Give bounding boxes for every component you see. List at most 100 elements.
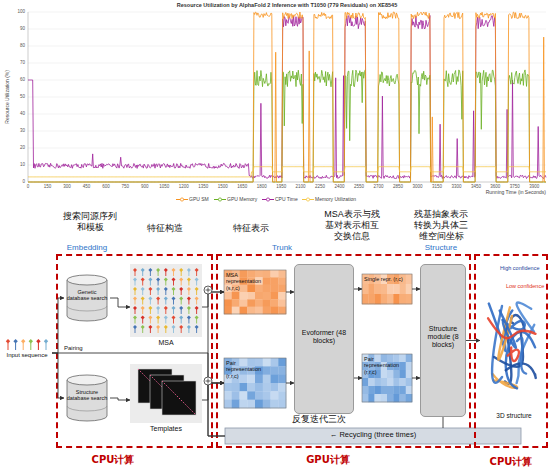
residue-head — [195, 287, 199, 291]
axis-tick: 10 — [8, 162, 25, 167]
protein-ribbon — [517, 338, 526, 374]
representation-cell — [278, 358, 286, 367]
representation-cell — [255, 400, 263, 409]
sequence-head — [21, 339, 25, 343]
representation-cell — [406, 294, 413, 304]
sequence-stem — [15, 343, 16, 350]
residue-head — [148, 306, 152, 310]
plus-circle — [204, 286, 212, 294]
representation-cell — [400, 386, 407, 394]
legend-dot — [266, 198, 269, 201]
representation-cell — [387, 370, 394, 378]
residue-head — [179, 325, 183, 329]
representation-cell — [387, 284, 394, 294]
representation-cell — [263, 358, 271, 367]
representation-cell — [387, 354, 394, 362]
residue-head — [172, 278, 176, 282]
representation-cell — [224, 299, 232, 307]
sequence-stem — [23, 343, 24, 350]
residue-head — [156, 287, 160, 291]
representation-cell — [375, 386, 382, 394]
legend-line — [214, 196, 226, 203]
representation-cell — [406, 370, 413, 378]
annotation: 特征表示 — [226, 223, 276, 234]
annotation: Structure — [416, 243, 466, 252]
edge-label: Pairing — [64, 345, 94, 352]
axis-tick: 2100 — [291, 184, 311, 189]
process-box: Pair representation (r,r,c) — [224, 358, 286, 408]
sequence-head — [36, 339, 40, 343]
axis-tick: 3450 — [466, 184, 486, 189]
representation-cell — [271, 285, 279, 293]
residue-head — [172, 306, 176, 310]
residue-head — [195, 297, 199, 301]
residue-head — [164, 297, 168, 301]
node-label: Single repr. (r,c) — [364, 276, 410, 282]
node-label: MSA — [130, 339, 202, 347]
process-box: Structure module (8 blocks) — [420, 264, 466, 417]
residue-head — [148, 325, 152, 329]
representation-cell — [375, 378, 382, 386]
representation-cell — [387, 386, 394, 394]
node-label: CPU计算 — [476, 456, 546, 468]
sequence-stem — [30, 343, 31, 350]
residue-head — [141, 268, 145, 272]
grid-line — [28, 63, 546, 64]
residue-head — [141, 278, 145, 282]
representation-cell — [263, 307, 271, 315]
residue-head — [179, 268, 183, 272]
representation-frame — [224, 270, 286, 314]
representation-cell — [368, 394, 375, 402]
representation-cell — [406, 378, 413, 386]
representation-cell — [240, 375, 248, 384]
process-box: Genetic database search — [64, 274, 110, 322]
grid-line — [28, 46, 546, 47]
representation-cell — [247, 299, 255, 307]
axis-tick: 1050 — [154, 184, 174, 189]
representation-cell — [278, 391, 286, 400]
residue-head — [172, 325, 176, 329]
residue-head — [179, 287, 183, 291]
legend-text: CPU Time — [275, 197, 298, 203]
residue-head — [195, 316, 199, 320]
residue-head — [148, 278, 152, 282]
axis-tick: 2550 — [349, 184, 369, 189]
representation-cell — [393, 394, 400, 402]
representation-cell — [362, 386, 369, 394]
connector — [110, 398, 130, 400]
representation-cell — [247, 358, 255, 367]
representation-cell — [406, 394, 413, 402]
representation-cell — [393, 294, 400, 304]
gpu-memory-line — [28, 70, 546, 182]
residue-head — [141, 297, 145, 301]
representation-cell — [232, 299, 240, 307]
representation-cell — [400, 294, 407, 304]
representation-cell — [263, 366, 271, 375]
representation-cell — [381, 378, 388, 386]
representation-cell — [255, 307, 263, 315]
residue-head — [141, 316, 145, 320]
connector — [202, 383, 224, 400]
annotation: MSA表示与残基对表示相互交换信息 — [322, 209, 382, 242]
residue-head — [156, 278, 160, 282]
process-box: MSA representation (s,r,c) — [224, 270, 286, 314]
sequence-head — [13, 339, 17, 343]
representation-cell — [381, 394, 388, 402]
cylinder-top — [67, 275, 107, 285]
axis-tick: 3900 — [524, 184, 544, 189]
representation-cell — [271, 375, 279, 384]
residue-head — [148, 297, 152, 301]
representation-cell — [393, 378, 400, 386]
representation-cell — [255, 358, 263, 367]
axis-tick: 3600 — [485, 184, 505, 189]
representation-cell — [362, 284, 369, 294]
representation-cell — [368, 294, 375, 304]
axis-tick: 1950 — [271, 184, 291, 189]
axis-tick: 30 — [8, 128, 25, 133]
residue-head — [141, 325, 145, 329]
node-label: MSA representation (s,r,c) — [226, 272, 270, 291]
sequence-stem — [46, 343, 47, 350]
representation-cell — [368, 284, 375, 294]
template-diagonal — [162, 381, 196, 415]
representation-cell — [255, 383, 263, 392]
